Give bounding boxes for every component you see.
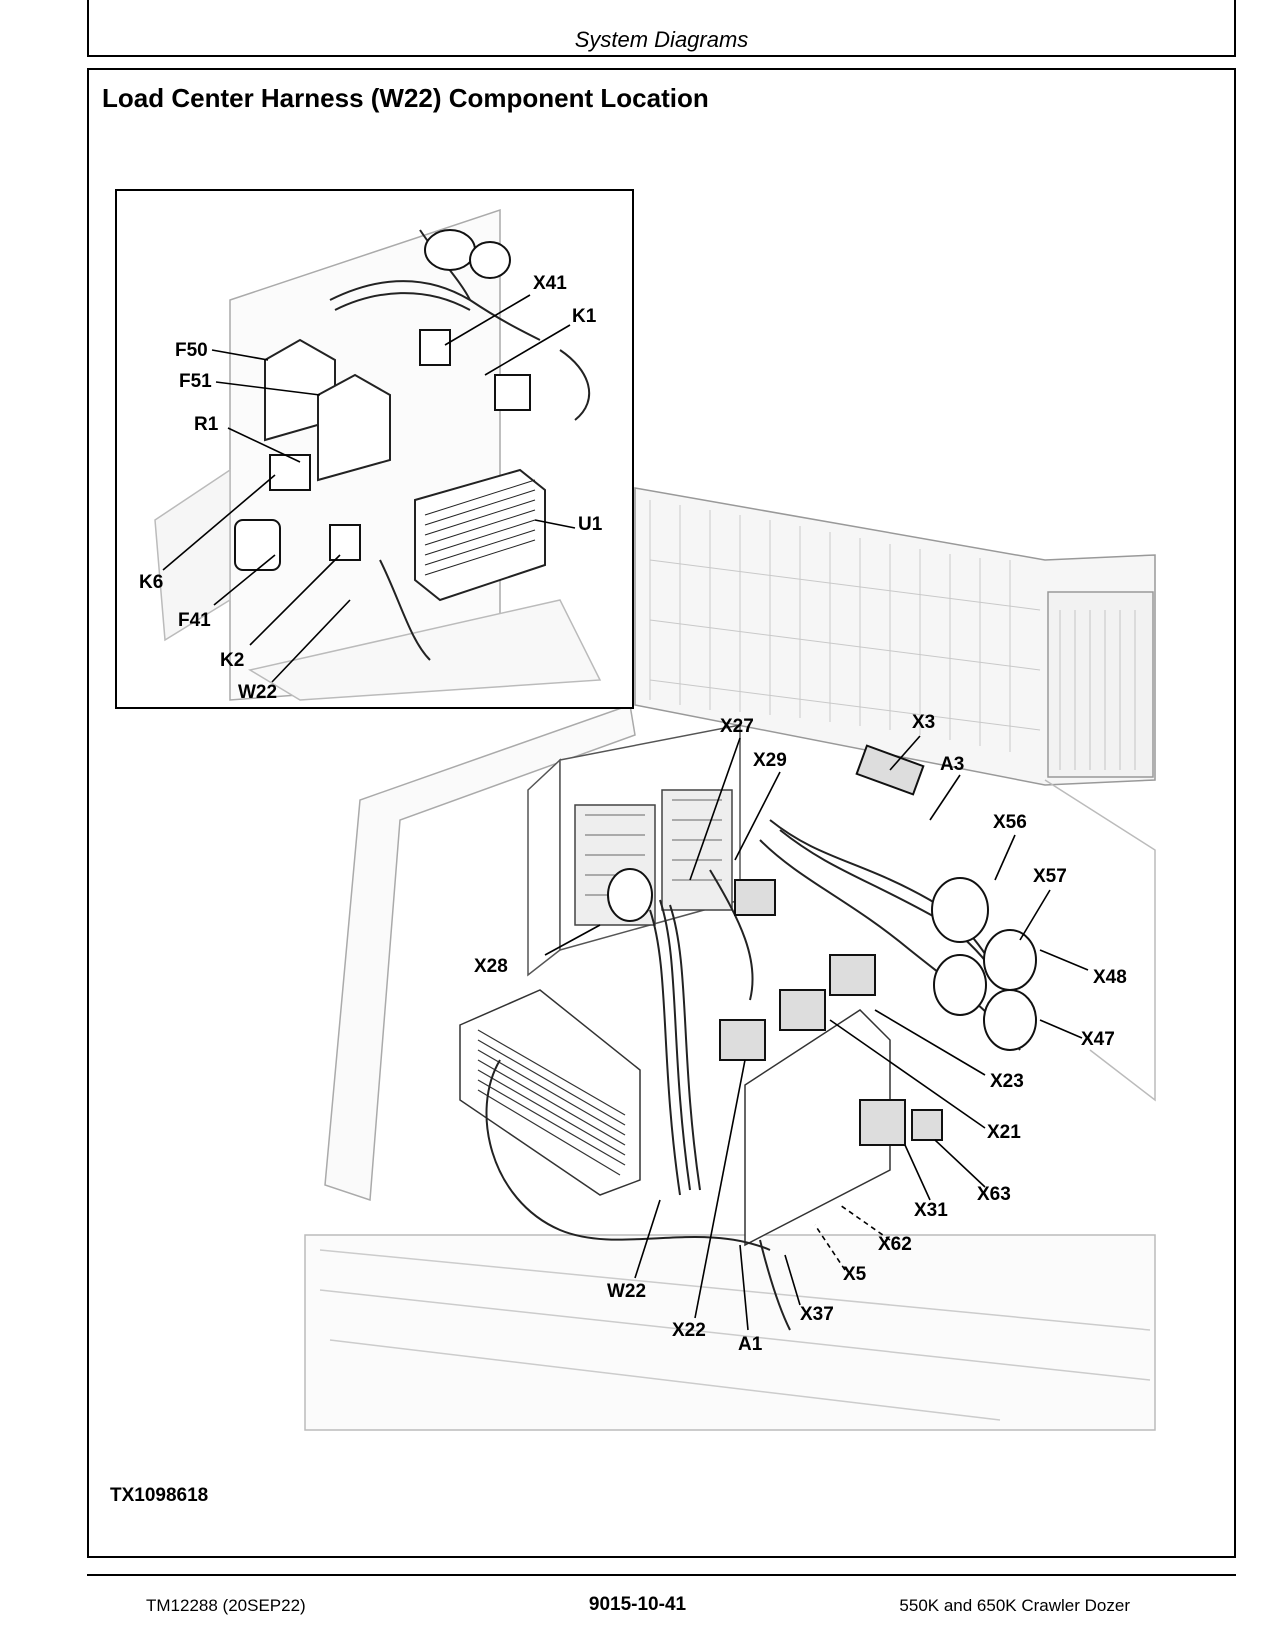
callout-x23: X23 [990,1071,1024,1092]
callout-f51: F51 [179,371,212,392]
footer-page-number: 9015-10-41 [588,1594,687,1615]
main-leader-lines [544,735,1089,1331]
callout-x29: X29 [753,750,787,771]
inset-leader-lines [162,294,576,683]
callout-x48: X48 [1093,967,1127,988]
figure-id: TX1098618 [110,1485,209,1506]
callout-x63: X63 [977,1184,1011,1205]
callout-k6: K6 [139,572,163,593]
callout-w22-inset: W22 [238,682,277,703]
main-illustration [304,487,1156,1431]
callout-f50: F50 [175,340,208,361]
callout-x27: X27 [720,716,754,737]
callout-x21: X21 [987,1122,1021,1143]
callout-x28: X28 [474,956,508,977]
callout-k2: K2 [220,650,244,671]
inset-illustration [154,208,602,701]
content-frame [87,68,1236,1558]
callout-x41: X41 [533,273,567,294]
callout-x22: X22 [672,1320,706,1341]
footer-product: 550K and 650K Crawler Dozer [899,1596,1130,1615]
callout-u1: U1 [578,514,603,535]
footer-doc-id: TM12288 (20SEP22) [146,1596,306,1615]
callout-x37: X37 [800,1304,834,1325]
callout-f41: F41 [178,610,211,631]
callout-k1: K1 [572,306,597,327]
callout-r1: R1 [194,414,219,435]
callout-x57: X57 [1033,866,1067,887]
section-header: System Diagrams [574,27,749,52]
callout-a1: A1 [738,1334,763,1355]
callout-x3: X3 [912,712,935,733]
header-box: System Diagrams [87,0,1236,57]
component-location-figure: X41 K1 F50 F51 R1 U1 K6 F41 K2 W22 X27 X… [115,189,1156,1431]
callout-x5: X5 [843,1264,867,1285]
callout-w22-main: W22 [607,1281,646,1302]
callout-x62: X62 [878,1234,912,1255]
callout-a3: A3 [940,754,964,775]
callout-x31: X31 [914,1200,948,1221]
page-title: Load Center Harness (W22) Component Loca… [102,83,709,113]
callout-x56: X56 [993,812,1027,833]
callout-x47: X47 [1081,1029,1115,1050]
footer-rule [87,1574,1236,1576]
